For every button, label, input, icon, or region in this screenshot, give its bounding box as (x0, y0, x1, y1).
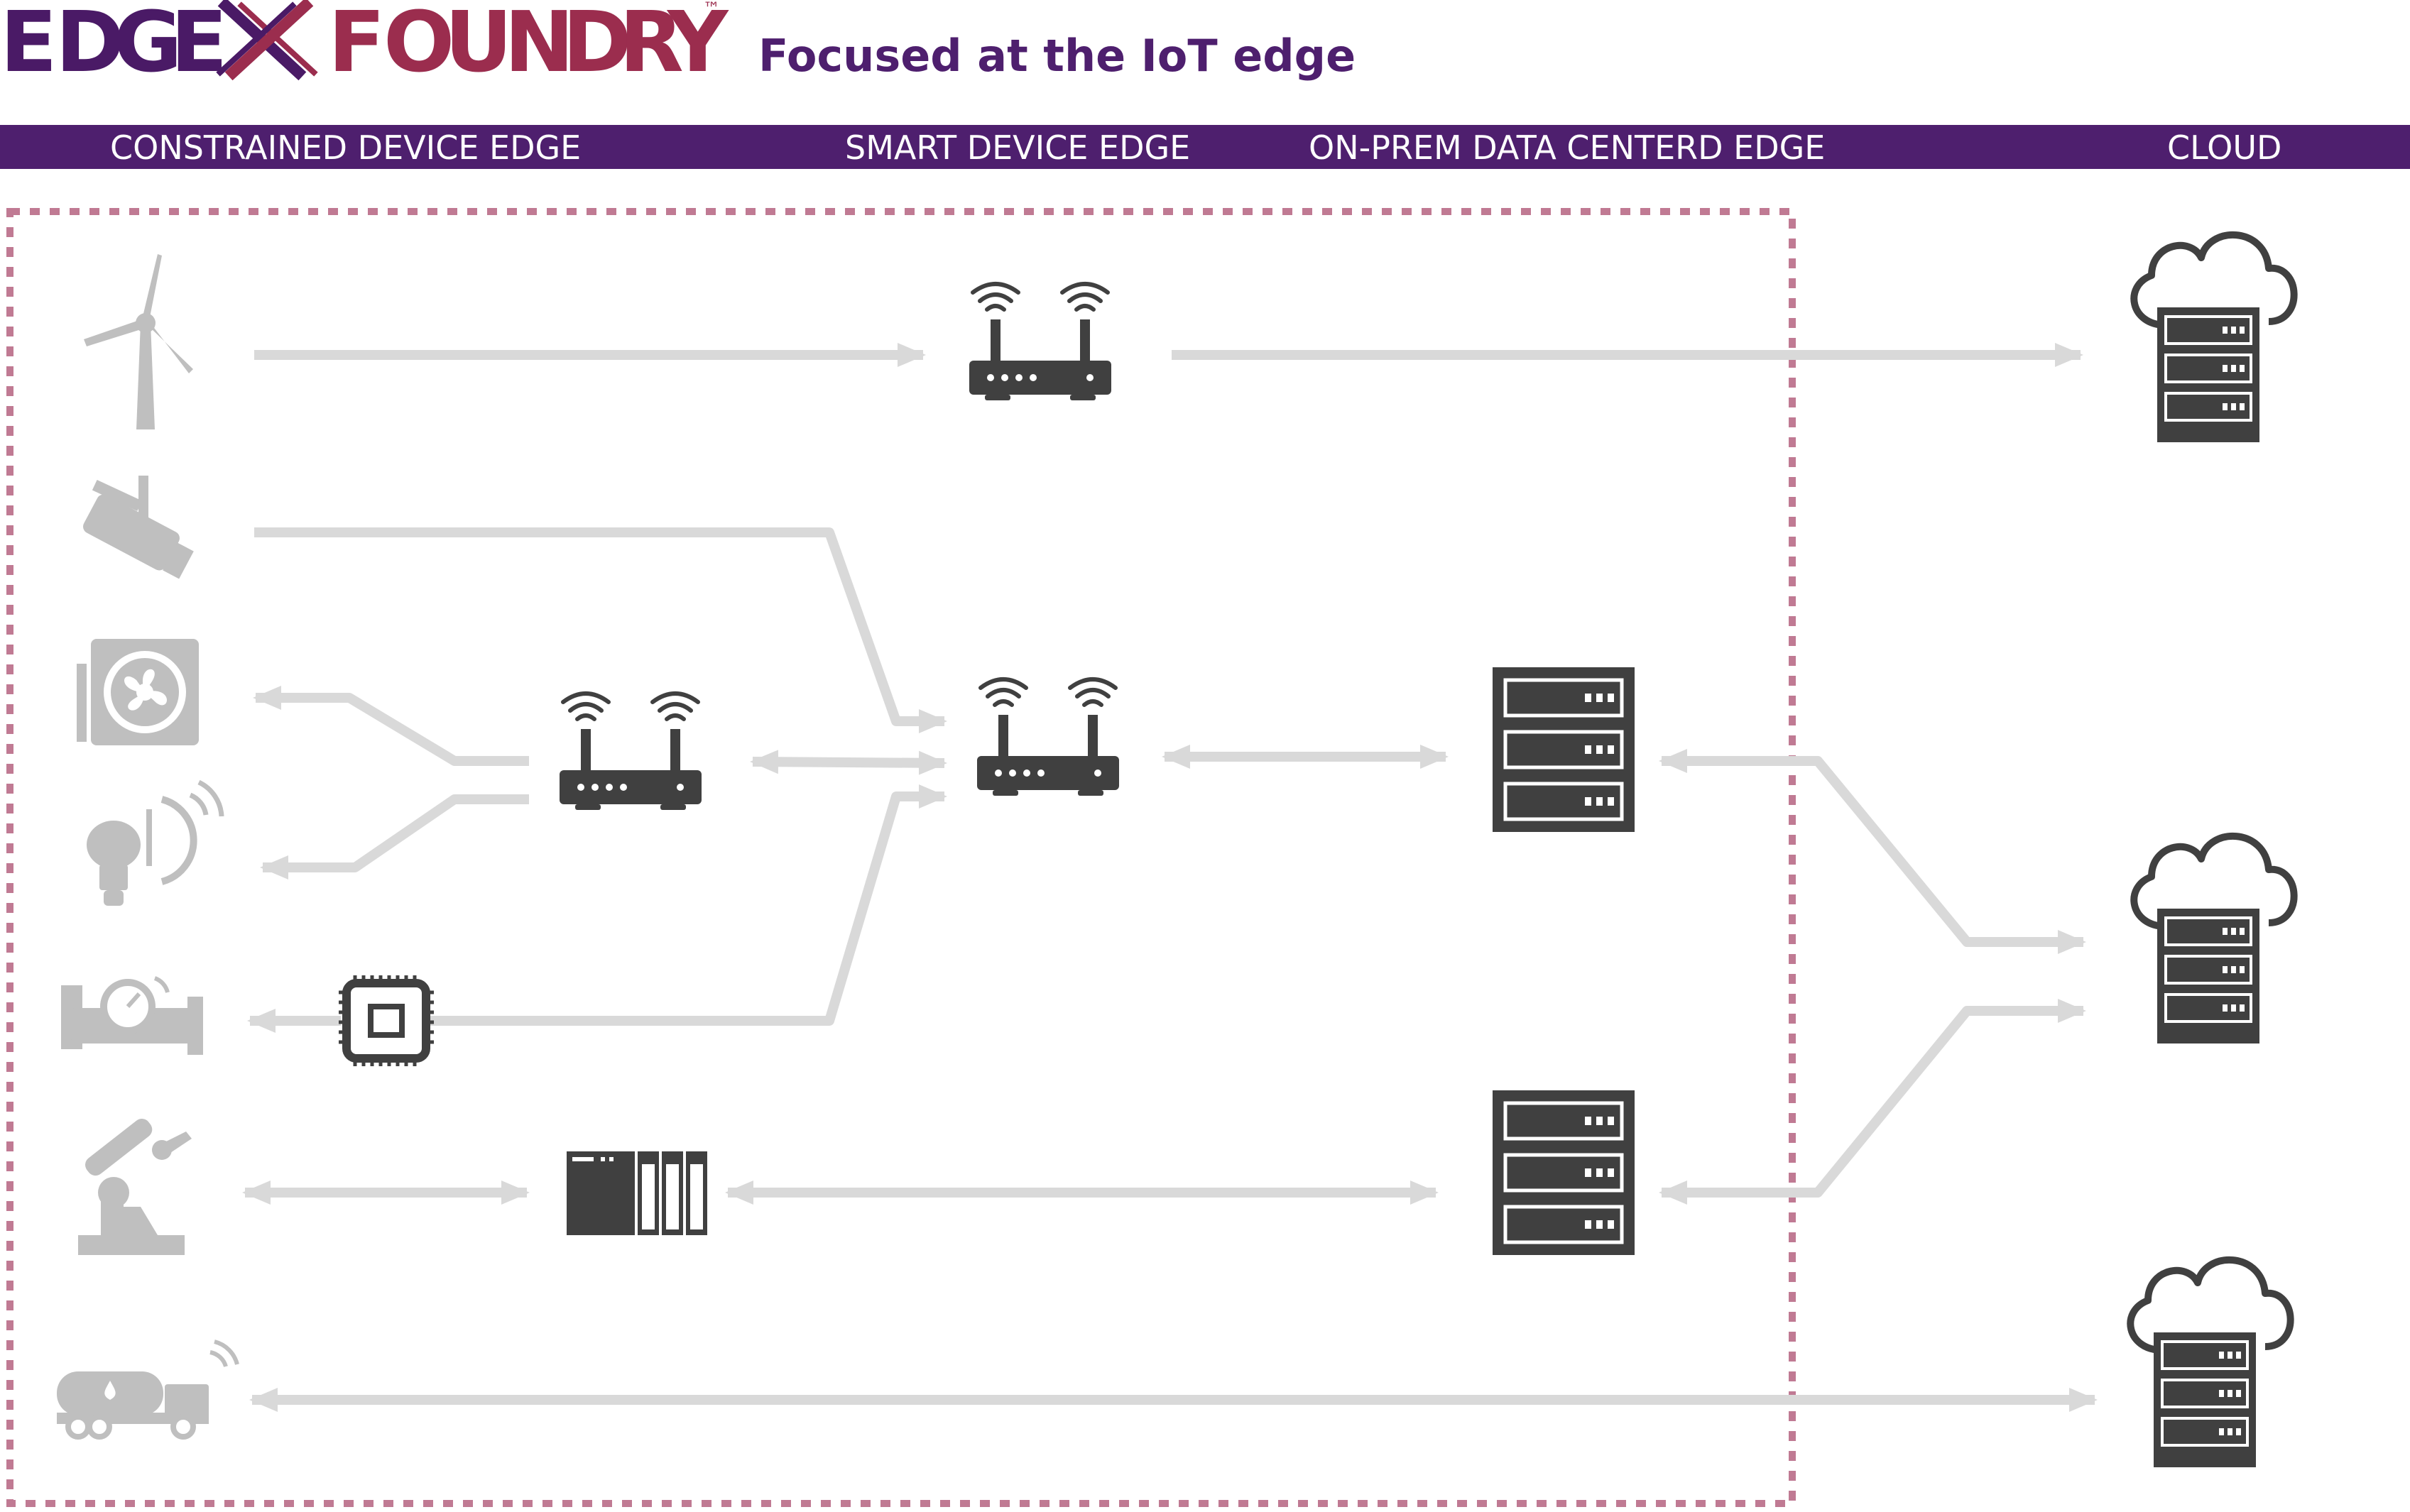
band-label-on-prem: ON-PREM DATA CENTERD EDGE (1309, 128, 1825, 167)
logo-letter: Y (666, 0, 729, 91)
cloud-server-icon (2134, 836, 2294, 1043)
logo-letter: D (55, 0, 125, 91)
logo-trademark: ™ (703, 0, 720, 18)
microcontroller-chip-icon (339, 975, 434, 1066)
arrow-router-to-hvac (253, 686, 529, 766)
cloud-server-icon (2134, 235, 2294, 442)
edgex-logo: E D G E F O U N D R Y ™ (0, 0, 729, 91)
logo-letter: G (114, 0, 182, 91)
arrow-server-cloud-link-top (1659, 749, 2086, 954)
edge-boundary (6, 208, 1796, 1507)
router-icon (969, 284, 1111, 400)
router-icon (560, 694, 702, 810)
logo-letter: D (562, 0, 632, 91)
smart-bulb-icon (87, 779, 224, 906)
logo-letter: E (170, 0, 228, 91)
logo-letter: F (328, 0, 386, 91)
logo-letter: R (619, 0, 684, 91)
logo-letter: O (383, 0, 454, 91)
arrow-server-cloud-link-bottom (1659, 999, 2086, 1205)
arrow-camera-to-router (254, 527, 947, 733)
plc-controller-icon (567, 1151, 707, 1235)
connections (242, 343, 2098, 1412)
arrow-gateway-router-link (750, 750, 947, 775)
logo-letter: N (504, 0, 574, 91)
server-rack-icon (1493, 667, 1635, 832)
band-label-cloud: CLOUD (2167, 128, 2281, 167)
pipe-meter-icon (61, 976, 203, 1055)
band-label-constrained: CONSTRAINED DEVICE EDGE (110, 128, 581, 167)
hvac-fan-icon (77, 639, 199, 745)
logo-letter: E (0, 0, 58, 91)
security-camera-icon (83, 476, 194, 579)
router-icon (977, 679, 1119, 796)
arrow-router-to-bulb (260, 794, 529, 880)
server-rack-icon (1493, 1090, 1635, 1255)
tagline: Focused at the IoT edge (758, 30, 1356, 82)
tanker-truck-icon (57, 1340, 239, 1440)
logo-letter: U (445, 0, 513, 91)
arrow-chip-to-router (426, 784, 947, 1026)
cloud-server-icon (2130, 1260, 2290, 1467)
logo-x-mark (216, 0, 318, 81)
robot-arm-icon (78, 1118, 192, 1255)
zone-band (0, 125, 2410, 169)
wind-turbine-icon (84, 254, 193, 429)
band-label-smart: SMART DEVICE EDGE (845, 128, 1190, 167)
